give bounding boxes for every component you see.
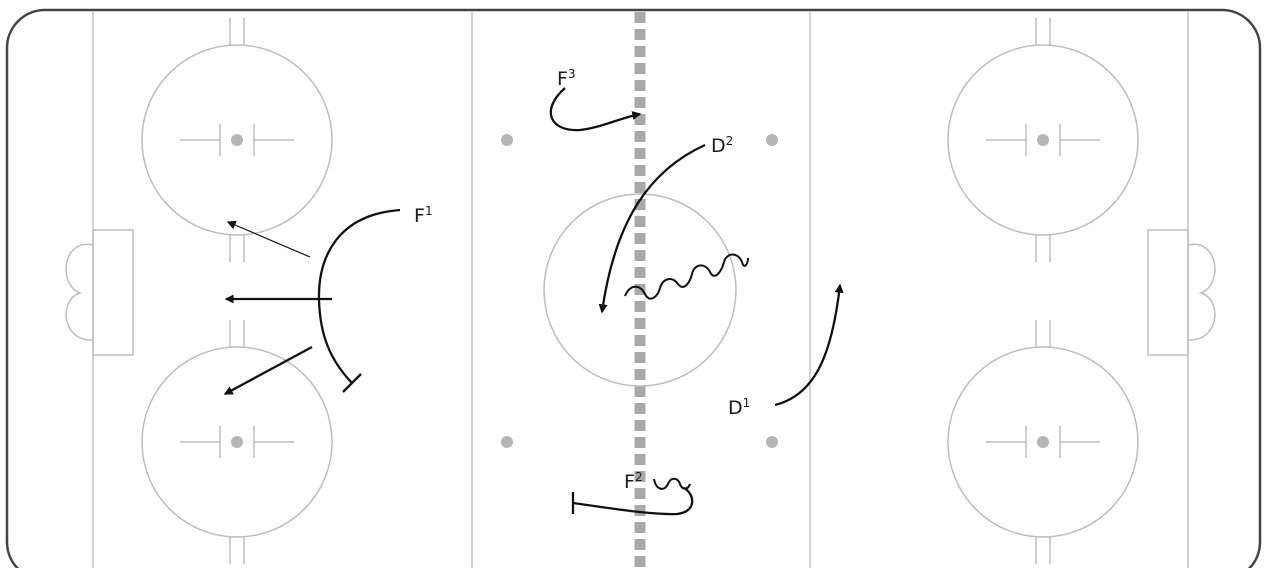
d1-skating-path (774, 283, 844, 407)
neutral-dot-right-bottom (766, 436, 778, 448)
faceoff-circle-left-top (141, 18, 333, 262)
d2-skating-path (598, 143, 706, 314)
faceoff-circle-right-top (947, 18, 1139, 262)
faceoff-circle-right-bottom (947, 320, 1139, 564)
faceoff-dot-right-bottom (1037, 436, 1049, 448)
faceoff-dot-left-bottom (231, 436, 243, 448)
right-goal-net (1147, 229, 1216, 356)
faceoff-dot-left-top (231, 134, 243, 146)
left-goal-net (65, 229, 134, 356)
neutral-dot-left-top (501, 134, 513, 146)
puck-carry-wavy-path (624, 253, 749, 300)
f2-skating-path (572, 486, 694, 516)
rink-boards (5, 8, 1262, 568)
d1-label: D1 (728, 396, 750, 419)
neutral-dot-left-bottom (501, 436, 513, 448)
f1-label: F1 (414, 204, 433, 227)
f1-option-arrow-upper (226, 220, 311, 258)
f2-wavy-path (653, 477, 691, 490)
f3-label: F3 (557, 67, 576, 90)
neutral-dot-right-top (766, 134, 778, 146)
f1-option-arrow-lower (223, 345, 313, 396)
f2-label: F2 (624, 470, 643, 493)
f3-skating-path (549, 87, 642, 132)
faceoff-circle-left-bottom (141, 320, 333, 564)
center-faceoff-circle (543, 193, 737, 387)
faceoff-dot-right-top (1037, 134, 1049, 146)
f1-skating-path (317, 208, 401, 384)
d2-label: D2 (711, 134, 733, 157)
f1-stop-bar (342, 373, 362, 393)
